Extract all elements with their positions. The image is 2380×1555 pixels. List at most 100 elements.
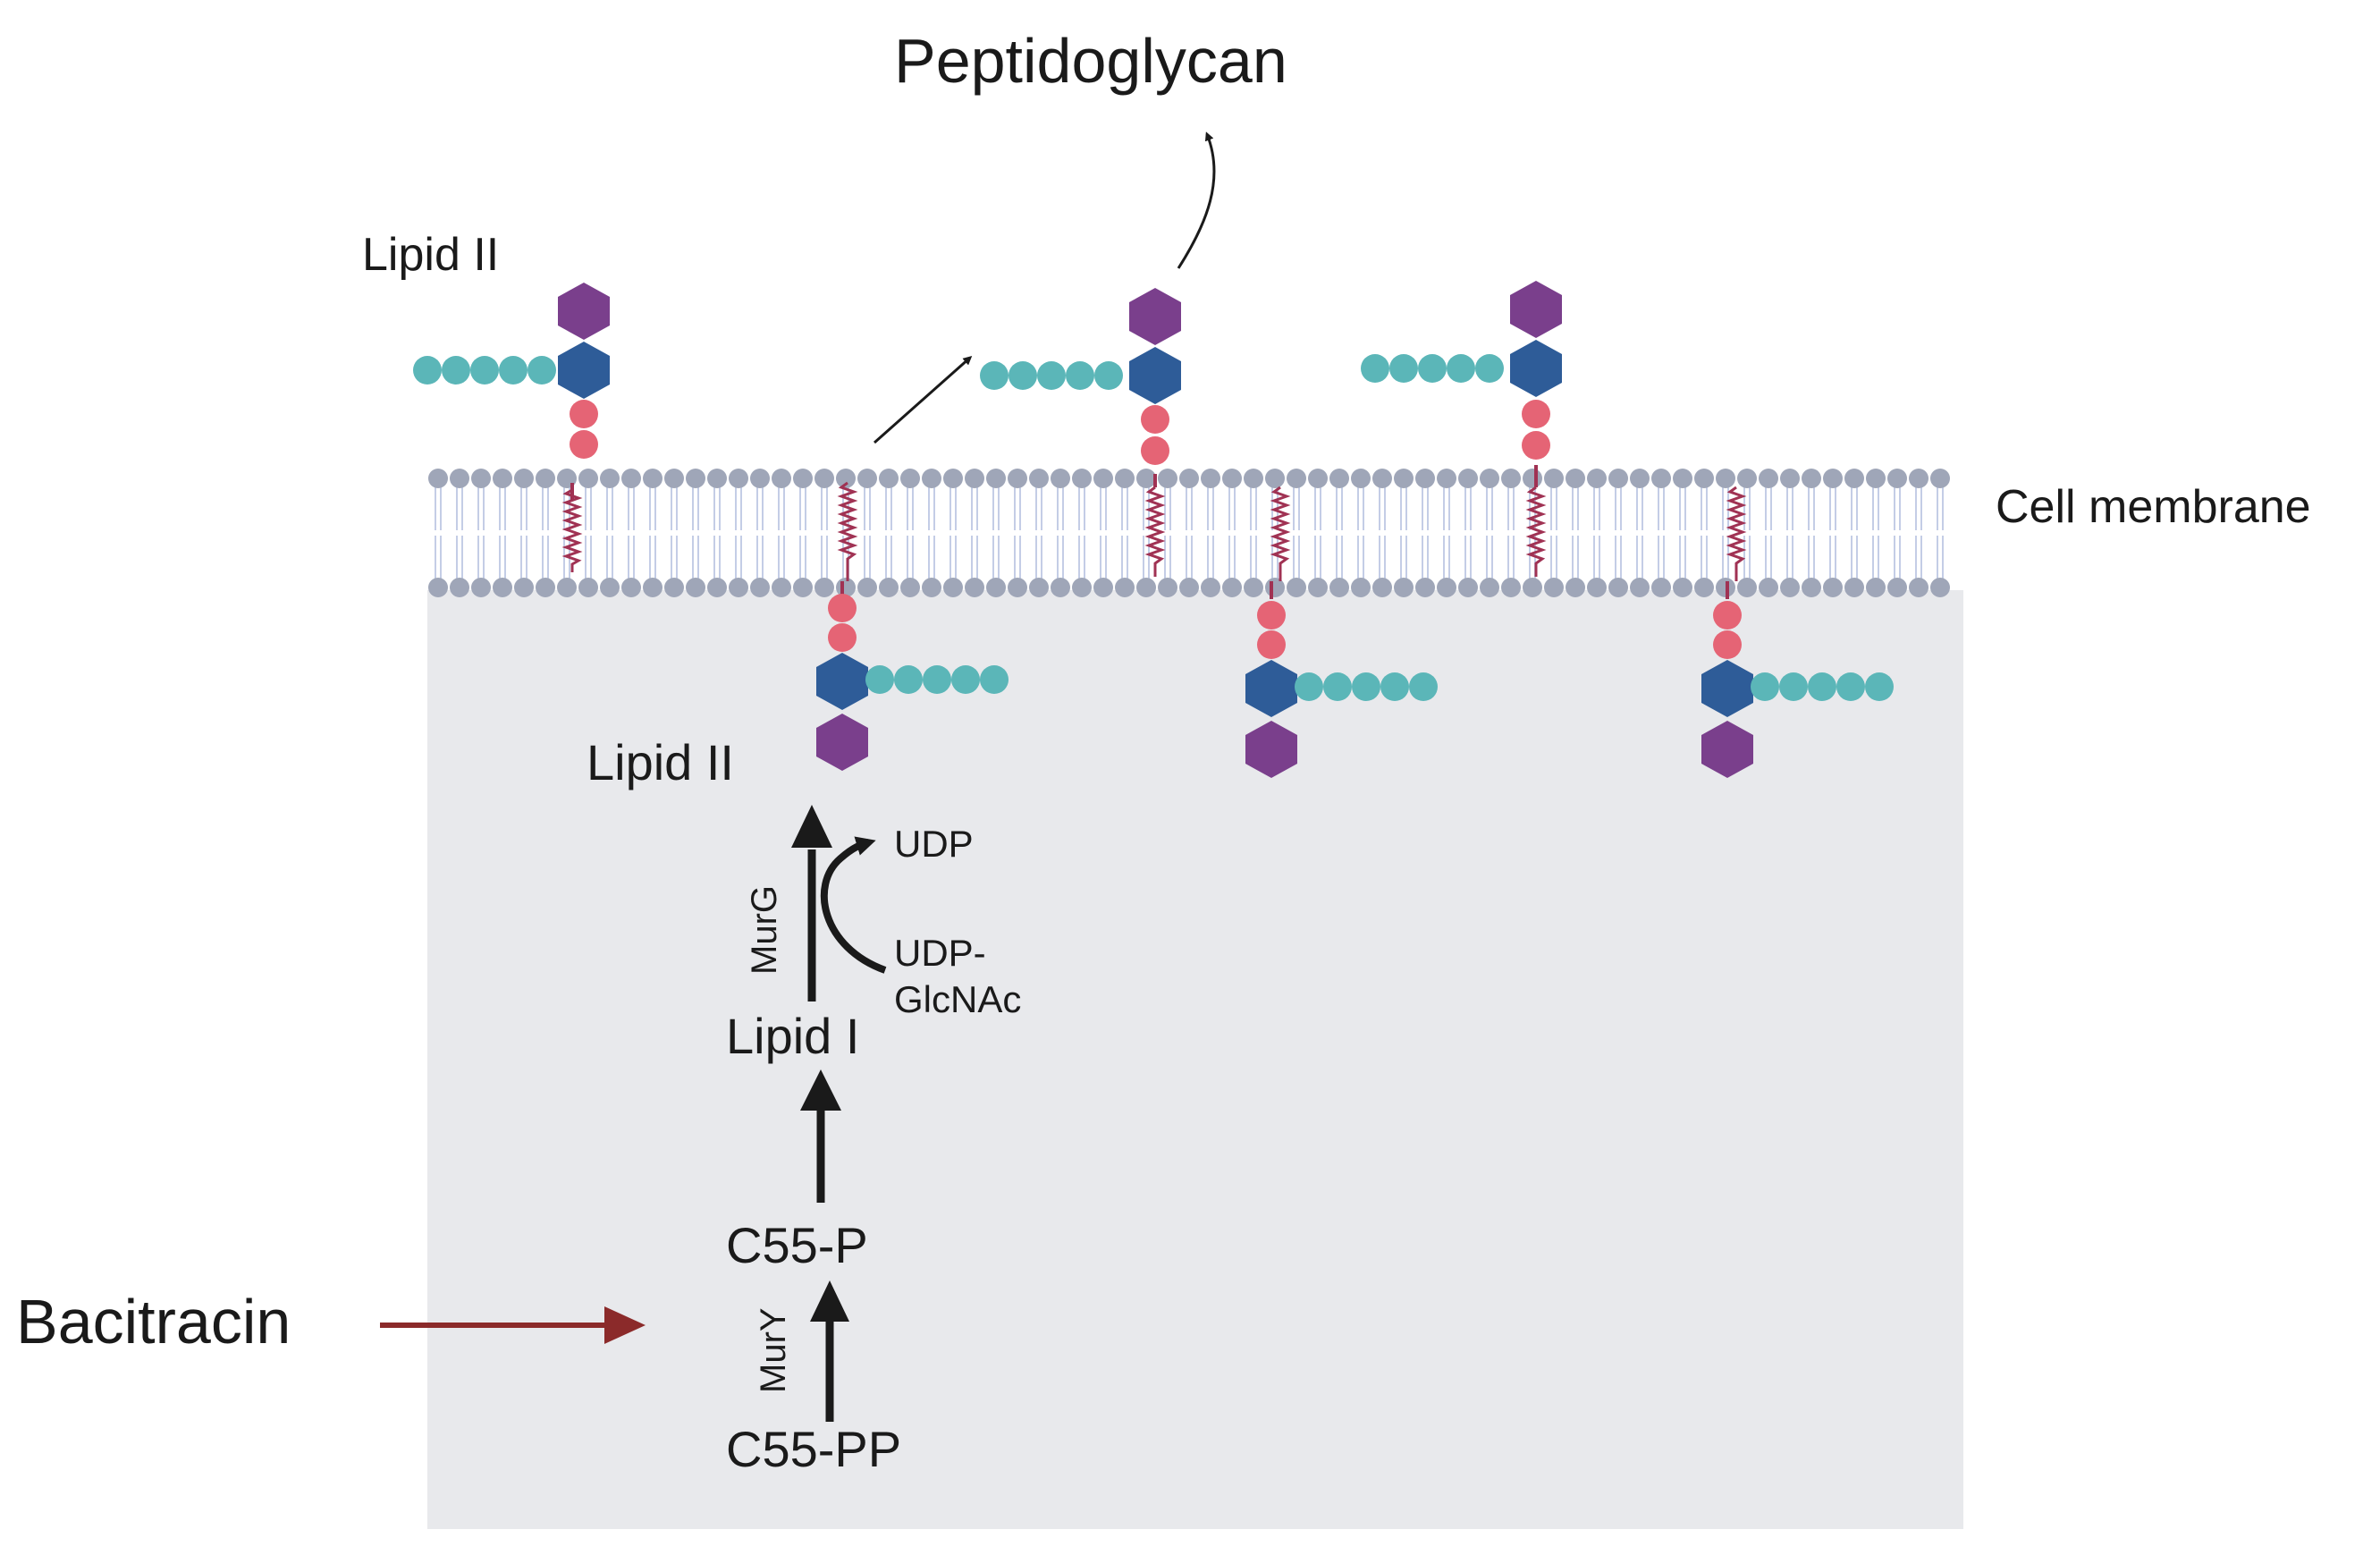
lipid-head (943, 469, 963, 488)
anchor-spiral-1 (1270, 486, 1291, 581)
lipid-head (793, 578, 813, 597)
c55-pp-label: C55-PP (726, 1421, 901, 1477)
lipid-head (1093, 578, 1113, 597)
lipid-head (1351, 469, 1371, 488)
lipid-head (1759, 469, 1778, 488)
lipid-head (428, 578, 448, 597)
lipid-head (471, 469, 491, 488)
lipid-head (1673, 469, 1692, 488)
lipid-head (900, 469, 920, 488)
lipid-head (1201, 469, 1220, 488)
lipid-head (1287, 469, 1306, 488)
lipid-head (965, 578, 984, 597)
lipid-head (450, 578, 469, 597)
lipid-head (879, 469, 899, 488)
lipid-head (1394, 578, 1414, 597)
lipid-head (986, 469, 1006, 488)
lipid-head (814, 469, 834, 488)
lipid-head (1566, 469, 1585, 488)
lipid-head (1651, 469, 1671, 488)
lipid-head (1158, 469, 1177, 488)
udp-glcnac-label-line1: UDP- (894, 932, 986, 974)
lipid-head (1608, 469, 1628, 488)
lipid-head (986, 578, 1006, 597)
lipid-head (965, 469, 984, 488)
lipid-head (1909, 578, 1928, 597)
lipid-i-label: Lipid I (726, 1008, 859, 1064)
lipid-head (621, 469, 641, 488)
lipid-head (1673, 578, 1692, 597)
cell-membrane-bilayer (428, 469, 1950, 597)
lipid-head (900, 578, 920, 597)
lipid-head (1544, 469, 1564, 488)
lipid-head (1694, 578, 1714, 597)
lipid-head (514, 469, 534, 488)
outer-lipid-ii-3 (1361, 281, 1562, 577)
lipid-head (1308, 469, 1328, 488)
lipid-head (750, 469, 770, 488)
lipid-head (922, 578, 941, 597)
lipid-head (600, 578, 620, 597)
lipid-head (729, 578, 748, 597)
lipid-head (922, 469, 941, 488)
lipid-head (1415, 469, 1435, 488)
murg-enzyme-label: MurG (745, 885, 784, 975)
lipid-head (729, 469, 748, 488)
lipid-head (471, 578, 491, 597)
lipid-head (536, 578, 555, 597)
lipid-head (514, 578, 534, 597)
inner-lipid-ii-2 (1245, 581, 1438, 778)
lipid-head (1201, 578, 1220, 597)
lipid-head (1866, 469, 1886, 488)
lipid-head (450, 469, 469, 488)
lipid-head (643, 578, 663, 597)
lipid-head (1008, 469, 1027, 488)
lipid-head (686, 578, 705, 597)
lipid-head (1866, 578, 1886, 597)
lipid-head (1780, 578, 1800, 597)
inner-lipid-ii-3 (1701, 581, 1894, 778)
lipid-head (857, 469, 877, 488)
lipid-head (643, 469, 663, 488)
lipid-head (493, 469, 512, 488)
lipid-head (664, 469, 684, 488)
lipid-head (1329, 469, 1349, 488)
lipid-head (1501, 469, 1521, 488)
lipid-head (1501, 578, 1521, 597)
lipid-head (1930, 578, 1950, 597)
udp-label: UDP (894, 823, 974, 865)
lipid-ii-inner-label: Lipid II (587, 734, 734, 790)
lipid-head (1158, 578, 1177, 597)
lipid-head (1887, 578, 1907, 597)
lipid-head (557, 578, 577, 597)
lipid-head (1587, 578, 1607, 597)
lipid-head (793, 469, 813, 488)
lipid-head (1329, 578, 1349, 597)
lipid-head (1887, 469, 1907, 488)
lipid-head (1008, 578, 1027, 597)
lipid-head (1544, 578, 1564, 597)
lipid-head (1630, 578, 1650, 597)
lipid-head (1694, 469, 1714, 488)
lipid-head (1823, 469, 1843, 488)
lipid-head (1115, 469, 1135, 488)
lipid-head (707, 578, 727, 597)
lipid-head (536, 469, 555, 488)
lipid-head (1737, 469, 1757, 488)
lipid-head (1523, 469, 1542, 488)
lipid-head (772, 578, 791, 597)
lipid-head (814, 578, 834, 597)
lipid-head (1737, 578, 1757, 597)
lipid-head (1265, 578, 1285, 597)
lipid-head (1372, 578, 1392, 597)
lipid-head (1244, 578, 1263, 597)
lipid-head (1480, 469, 1499, 488)
lipid-head (1351, 578, 1371, 597)
lipid-head (1608, 578, 1628, 597)
lipid-head (1372, 469, 1392, 488)
lipid-head (1179, 578, 1199, 597)
cell-membrane-label: Cell membrane (1996, 481, 2311, 533)
lipid-head (1802, 578, 1821, 597)
lipid-head (1844, 469, 1864, 488)
